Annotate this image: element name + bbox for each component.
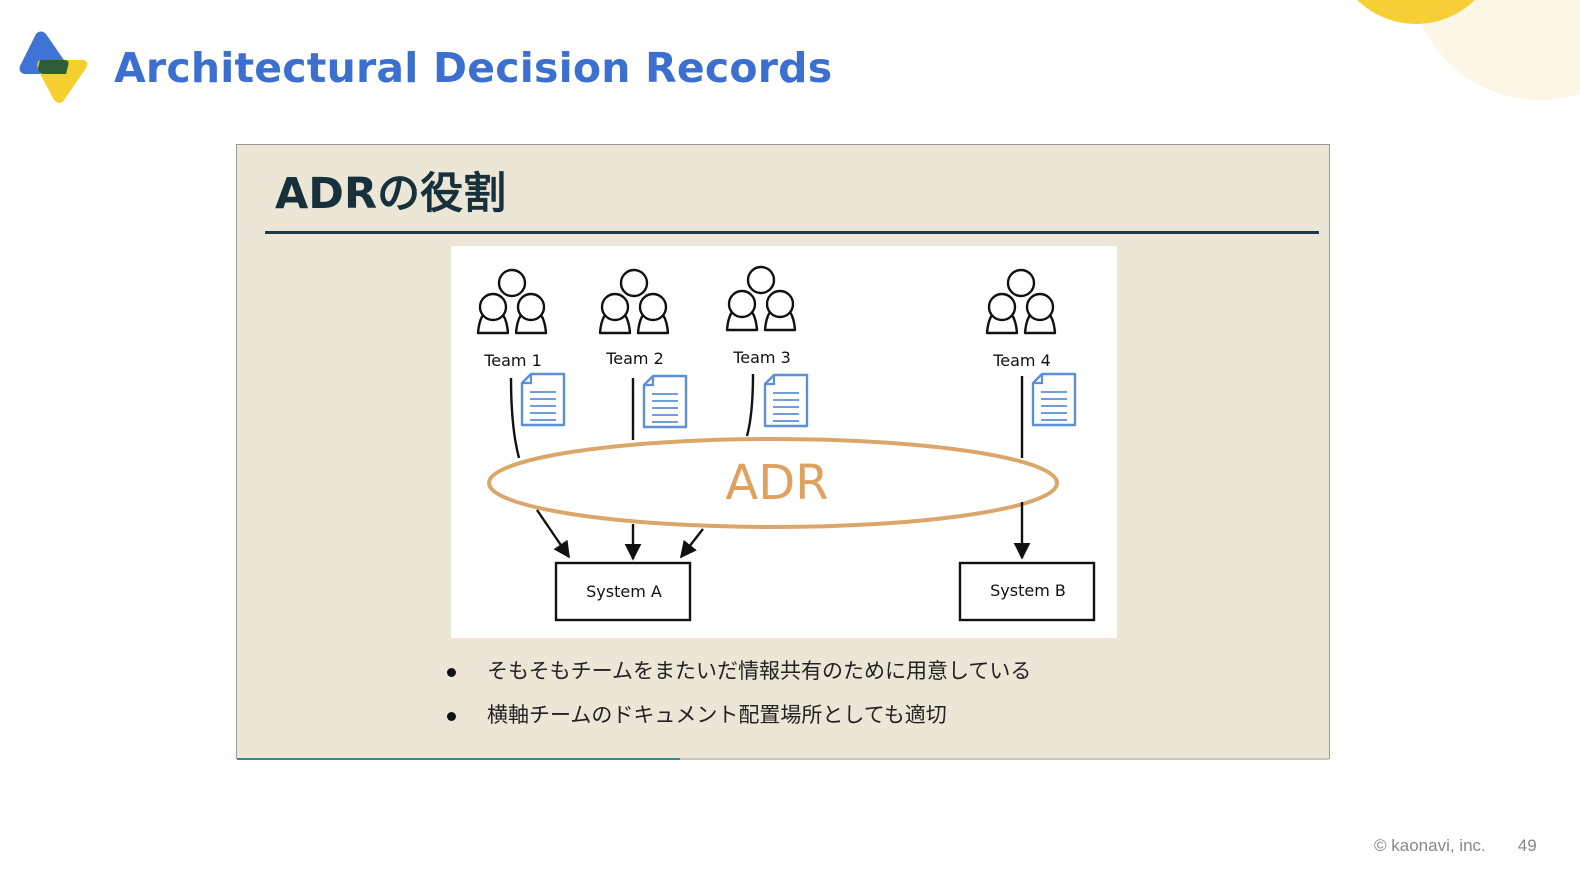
copyright-text: © kaonavi, inc. <box>1374 836 1486 855</box>
system-b-box <box>958 561 1096 622</box>
slide-progress-bar <box>237 758 1329 760</box>
team-icon <box>985 268 1057 335</box>
arrow-to-system-a <box>679 528 704 559</box>
system-a-label: System A <box>586 582 662 601</box>
team-icon <box>476 268 548 335</box>
team3-connector <box>745 373 755 437</box>
page-number: 49 <box>1517 836 1537 855</box>
team-label: Team 2 <box>605 349 664 368</box>
title-underline <box>265 231 1319 234</box>
slide-title: Architectural Decision Records <box>114 44 833 92</box>
team-icon <box>725 265 797 332</box>
corner-decoration <box>1357 0 1580 100</box>
team-label: Team 4 <box>992 351 1051 370</box>
system-b-label: System B <box>990 581 1066 600</box>
team-label: Team 1 <box>483 351 542 370</box>
arrow-to-system-a <box>536 509 570 559</box>
bullet-list: そもそもチームをまたいだ情報共有のために用意している 横軸チームのドキュメント配… <box>443 651 1031 739</box>
slide-progress-fill <box>237 758 681 760</box>
team1-connector <box>509 377 521 459</box>
adr-label: ADR <box>725 455 828 511</box>
system-a-box <box>554 561 692 622</box>
document-icon <box>1031 372 1077 427</box>
inner-slide-title: ADRの役割 <box>275 169 507 219</box>
document-icon <box>642 374 688 429</box>
team-label: Team 3 <box>732 348 791 367</box>
adr-diagram: Team 1 Team 2 Team 3 Team 4 ADR <box>451 246 1117 638</box>
kaonavi-logo-icon <box>19 31 88 103</box>
team-icon <box>598 268 670 335</box>
bullet-item: そもそもチームをまたいだ情報共有のために用意している <box>443 651 1031 695</box>
document-icon <box>763 373 809 428</box>
adr-ellipse <box>487 437 1059 529</box>
document-icon <box>520 372 566 427</box>
footer: © kaonavi, inc. 49 <box>1374 836 1537 856</box>
embedded-slide: ADRの役割 <box>236 144 1330 760</box>
bullet-item: 横軸チームのドキュメント配置場所としても適切 <box>443 695 1031 739</box>
